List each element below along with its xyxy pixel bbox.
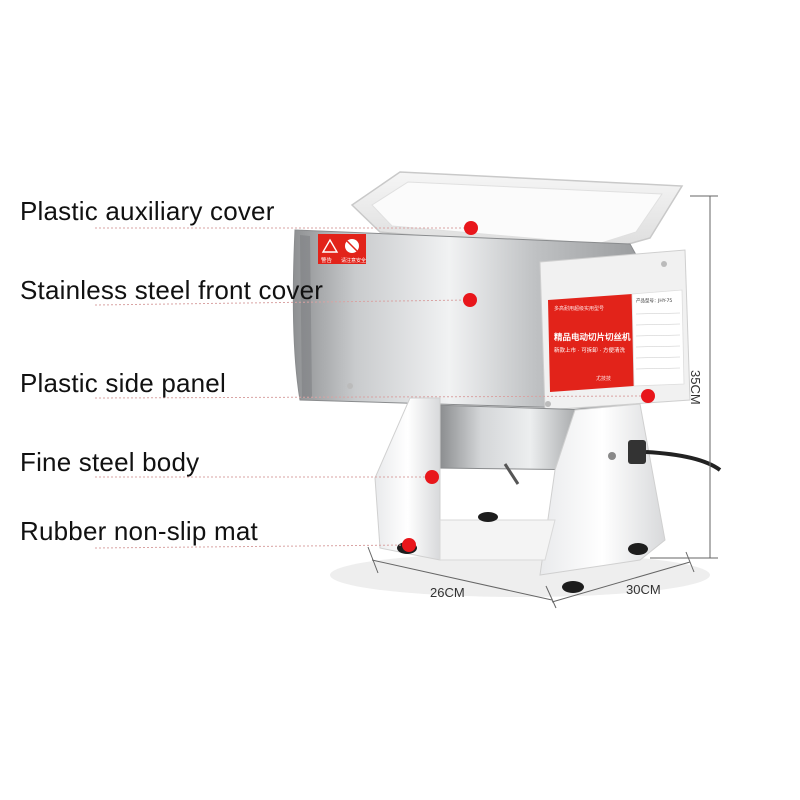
callout-dot	[463, 293, 477, 307]
depth-dimension-label: 30CM	[626, 582, 661, 597]
plastic-side-panel: 多高耐用超级实用型号 精品电动切片切丝机 新款上市 · 可拆卸 · 方便清洗 尤…	[347, 249, 691, 411]
warning-label: 警告 请注意安全	[318, 234, 366, 264]
callout-leader-lines	[94, 227, 649, 549]
callout-stainless-steel-front-cover: Stainless steel front cover	[20, 275, 324, 305]
model-value: JHY-75	[657, 298, 672, 304]
warning-text: 警告	[321, 256, 333, 264]
callout-dots	[402, 221, 655, 552]
callout-dot	[425, 470, 439, 484]
callout-dot	[402, 538, 416, 552]
callout-plastic-auxiliary-cover: Plastic auxiliary cover	[20, 196, 275, 226]
panel-tagline: 新款上市 · 可拆卸 · 方便清洗	[554, 346, 625, 354]
callout-dot	[641, 389, 655, 403]
height-dimension-label: 35CM	[688, 370, 703, 405]
panel-title: 精品电动切片切丝机	[554, 332, 631, 343]
panel-brand: 尤技技	[596, 375, 611, 382]
callout-dot	[464, 221, 478, 235]
model-label: 产品型号：	[636, 297, 659, 304]
width-dimension-label: 26CM	[430, 585, 465, 600]
panel-subtitle: 多高耐用超级实用型号	[554, 305, 604, 312]
callout-rubber-non-slip-mat: Rubber non-slip mat	[20, 516, 258, 546]
white-base-frame	[374, 397, 722, 576]
callout-fine-steel-body: Fine steel body	[20, 447, 200, 477]
callout-plastic-side-panel: Plastic side panel	[20, 368, 226, 398]
dimension-lines	[367, 195, 718, 609]
caution-text: 请注意安全	[341, 257, 366, 264]
